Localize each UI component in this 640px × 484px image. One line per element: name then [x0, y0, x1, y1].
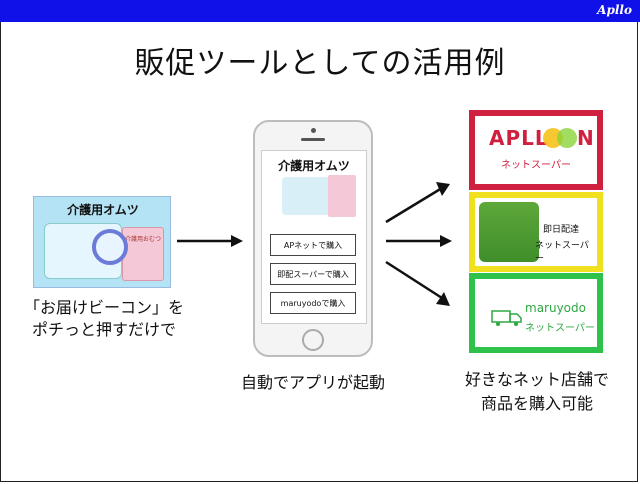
rings-logo-icon	[543, 128, 577, 148]
speaker-icon	[301, 138, 325, 141]
arrow-up-right-icon	[385, 182, 450, 224]
home-button[interactable]	[302, 329, 324, 351]
store-name: APLL	[489, 126, 549, 150]
left-caption: 「お届けビーコン」を ポチっと押すだけで	[14, 297, 194, 341]
store-subtitle: ネットスーパー	[501, 160, 571, 171]
left-caption-line: ポチっと押すだけで	[31, 320, 176, 339]
product-label: 介護用オムツ	[67, 203, 139, 217]
store-sokujitsu[interactable]: 即日配達 ネットスーパー	[469, 192, 603, 272]
store-apllon[interactable]: APLL N ネットスーパー	[469, 110, 603, 190]
store-name: maruyodo	[525, 301, 586, 315]
store-subtitle: ネットスーパー	[525, 323, 595, 334]
page-title: 販促ツールとしての活用例	[134, 46, 506, 81]
store-line1: 即日配達	[543, 225, 580, 235]
screen-title: 介護用オムツ	[278, 159, 350, 173]
diaper-pack-image	[328, 175, 356, 217]
camera-icon	[311, 128, 316, 133]
smartphone: 介護用オムツ APネットで購入 即配スーパーで購入 maruyodoで購入	[253, 120, 373, 357]
vegetable-basket-image	[479, 202, 539, 262]
phone-screen: 介護用オムツ APネットで購入 即配スーパーで購入 maruyodoで購入	[261, 150, 367, 324]
left-caption-line: 「お届けビーコン」を	[23, 298, 184, 317]
right-caption: 好きなネット店舗で 商品を購入可能	[450, 368, 624, 416]
arrow-right-icon	[386, 235, 452, 247]
phone-caption: 自動でアプリが起動	[240, 373, 385, 392]
product-card: 介護用オムツ 介護用おむつ	[33, 196, 171, 288]
truck-icon	[491, 310, 522, 326]
buy-apnet-button[interactable]: APネットで購入	[270, 234, 356, 256]
diaper-pack-image: 介護用おむつ	[122, 227, 164, 281]
buy-maruyodo-button[interactable]: maruyodoで購入	[270, 292, 356, 314]
header-bar: Apllo	[0, 0, 640, 22]
buy-sokuhai-button[interactable]: 即配スーパーで購入	[270, 263, 356, 285]
right-caption-line: 好きなネット店舗で	[464, 370, 609, 389]
store-name-end: N	[577, 126, 594, 150]
right-caption-line: 商品を購入可能	[480, 394, 593, 413]
brand-logo: Apllo	[597, 3, 632, 17]
arrow-right-icon	[177, 235, 243, 247]
arrow-down-right-icon	[385, 260, 450, 306]
store-maruyodo[interactable]: maruyodo ネットスーパー	[469, 273, 603, 353]
beacon-button-icon[interactable]	[92, 229, 128, 265]
store-line2: ネットスーパー	[535, 241, 589, 264]
